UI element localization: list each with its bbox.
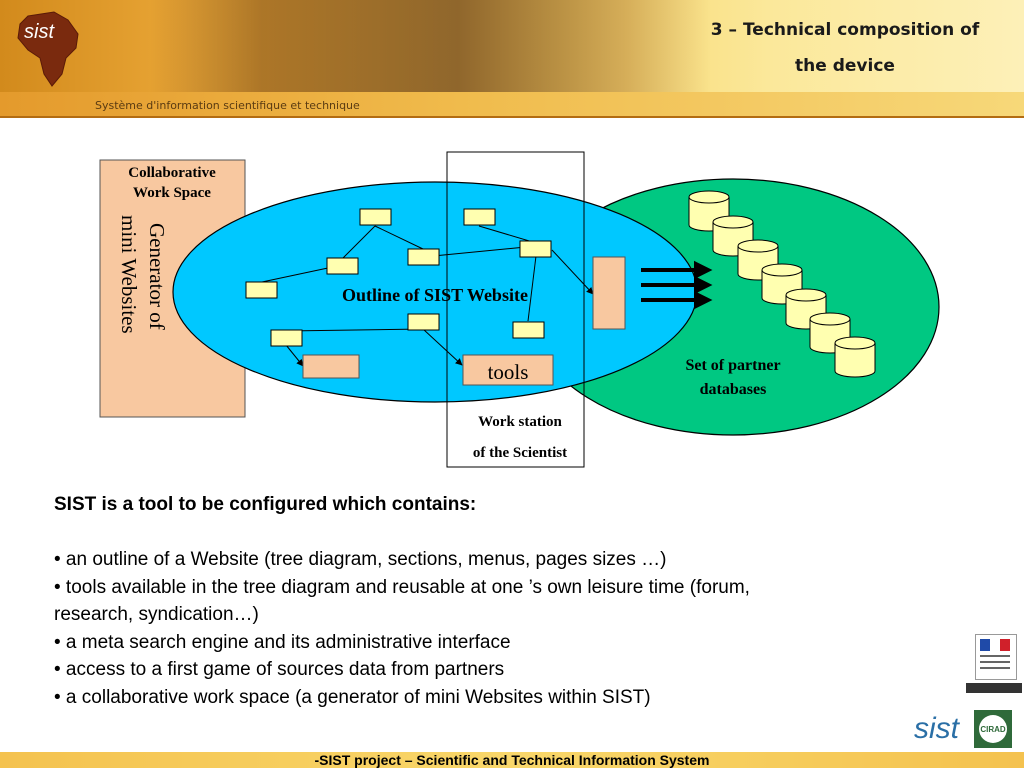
footer-text: -SIST project – Scientific and Technical… <box>314 752 710 768</box>
cirad-seal-icon: CIRAD <box>974 710 1012 748</box>
tree-node <box>407 248 440 266</box>
banner-subtitle: Système d'information scientifique et te… <box>95 99 360 112</box>
bullet-item: • a collaborative work space (a generato… <box>54 686 651 708</box>
tree-node <box>245 281 278 299</box>
generator-label-line1: Generator of <box>145 223 169 330</box>
partner-label-line2: databases <box>700 381 767 398</box>
sist-logo: sist <box>914 712 959 745</box>
page-box <box>302 354 360 379</box>
tree-node <box>407 313 440 331</box>
africa-shape-icon <box>17 11 79 87</box>
banner-photo <box>150 0 710 96</box>
workstation-frame <box>446 151 585 468</box>
database-cylinders <box>688 190 876 378</box>
bullet-item: • tools available in the tree diagram an… <box>54 576 750 598</box>
tools-label: tools <box>488 360 529 384</box>
tools-box <box>462 354 554 386</box>
generator-label-line2: mini Websites <box>117 215 141 334</box>
outline-label: Outline of SIST Website <box>342 285 528 305</box>
banner-logo-text: sist <box>24 21 55 43</box>
tree-node <box>326 257 359 275</box>
dgcid-logo <box>966 683 1022 693</box>
tree-node <box>463 208 496 226</box>
cirad-logo-text: CIRAD <box>980 725 1006 734</box>
page-title: 3 – Technical composition of the device <box>680 12 1010 84</box>
tree-node <box>512 321 545 339</box>
sist-africa-logo: sist <box>17 11 79 87</box>
diagram: Collaborative Work Space Generator of mi… <box>0 120 1024 480</box>
collab-title-line1: Collaborative <box>128 165 216 181</box>
bullet-item: • access to a first game of sources data… <box>54 659 505 680</box>
content-heading: SIST is a tool to be configured which co… <box>54 494 477 515</box>
page-title-line2: the device <box>795 56 895 76</box>
header-banner: sist Système d'information scientifique … <box>0 0 1024 118</box>
banner-rule <box>0 116 1024 118</box>
bullet-item: research, syndication…) <box>54 604 259 625</box>
engine-to-db-arrows <box>641 260 713 310</box>
search-engine-box <box>592 256 626 330</box>
collab-title-line2: Work Space <box>133 185 211 201</box>
cirad-logo: CIRAD <box>974 710 1012 748</box>
bullet-list: • an outline of a Website (tree diagram,… <box>54 546 924 711</box>
tree-node <box>270 329 303 347</box>
partner-label-line1: Set of partner <box>685 357 780 374</box>
bullet-item: • a meta search engine and its administr… <box>54 631 511 653</box>
flag-icon <box>980 639 1010 669</box>
republique-francaise-logo <box>975 634 1017 680</box>
tree-nodes <box>245 208 552 347</box>
tree-node <box>519 240 552 258</box>
diagram-canvas: Collaborative Work Space Generator of mi… <box>99 151 940 468</box>
banner-bottom-band <box>0 92 1024 118</box>
footer-band <box>0 752 1024 768</box>
bullet-item: • an outline of a Website (tree diagram,… <box>54 549 667 570</box>
workstation-line2: of the Scientist <box>473 445 567 461</box>
page-title-line1: 3 – Technical composition of <box>710 20 980 40</box>
tree-node <box>359 208 392 226</box>
database-icon <box>834 336 876 378</box>
workstation-line1: Work station <box>478 414 562 430</box>
